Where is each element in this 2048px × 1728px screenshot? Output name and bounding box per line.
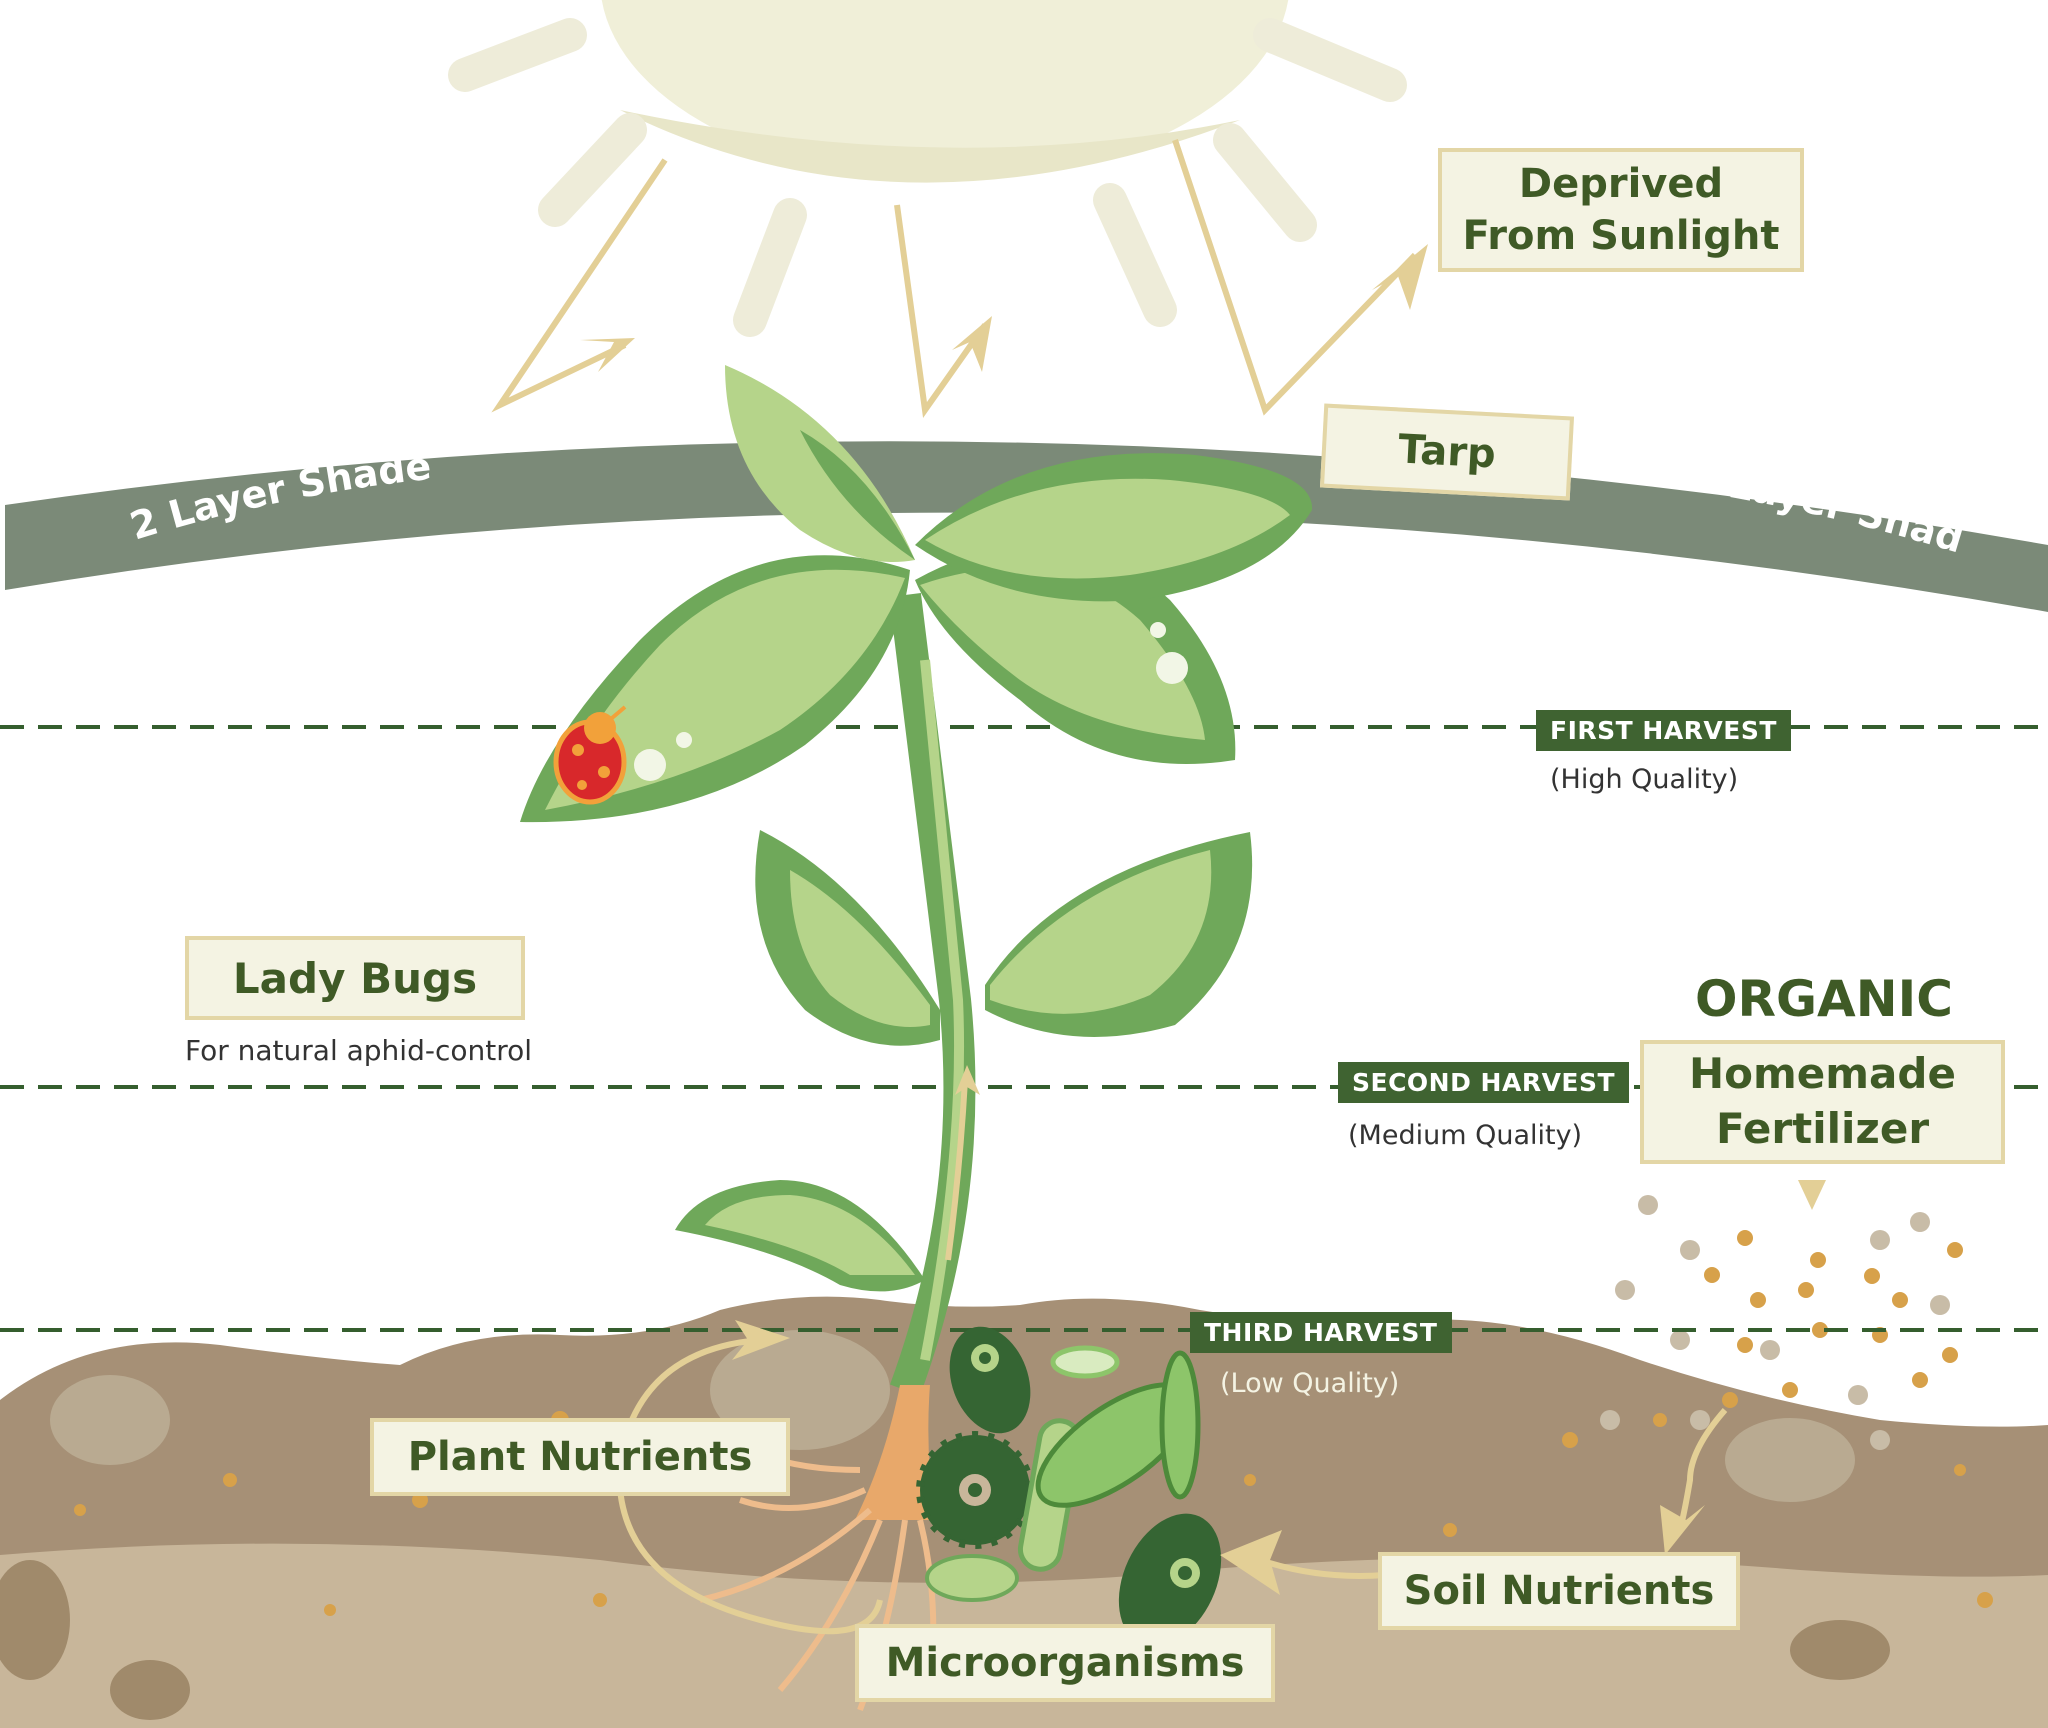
deprived-label-line2: From Sunlight	[1462, 213, 1780, 259]
deprived-sunlight-label: Deprived From Sunlight	[1438, 148, 1804, 272]
soil-stone	[1725, 1418, 1855, 1502]
stem-up-arrow	[945, 1079, 968, 1261]
fertilizer-label: Homemade Fertilizer	[1640, 1040, 2005, 1164]
third-harvest-quality: (Low Quality)	[1220, 1368, 1400, 1399]
fertilizer-label-line2: Fertilizer	[1715, 1104, 1930, 1153]
reflection-arrow	[1172, 139, 1418, 416]
microorganisms-text: Microorganisms	[885, 1640, 1245, 1686]
soil-stone	[0, 1560, 70, 1680]
first-harvest-quality: (High Quality)	[1550, 764, 1739, 795]
reflection-arrow	[894, 204, 988, 418]
microbe-icon	[916, 1326, 1222, 1647]
plant-nutrients-text: Plant Nutrients	[407, 1434, 753, 1480]
soil-stone	[110, 1660, 190, 1720]
second-harvest-tag: SECOND HARVEST	[1338, 1062, 1630, 1103]
microbe-blob	[949, 1326, 1031, 1434]
fertilizer-label-line1: Homemade	[1689, 1049, 1956, 1099]
plant	[520, 365, 1313, 1712]
plant-root-base	[855, 1385, 935, 1520]
second-harvest-quality: (Medium Quality)	[1348, 1120, 1583, 1151]
fertilizer-soil-arrow	[1677, 1408, 1728, 1531]
soil-stone	[1790, 1620, 1890, 1680]
tarp-label: Tarp	[1319, 403, 1575, 501]
first-harvest-tag: FIRST HARVEST	[1536, 710, 1791, 751]
nutrient-arrows	[616, 1079, 1728, 1635]
microbe-small	[925, 1554, 1019, 1602]
arrowheads	[580, 244, 1428, 372]
soil-nutrients-arrow	[1259, 1557, 1386, 1579]
soil-nutrients-label: Soil Nutrients	[1378, 1552, 1740, 1630]
plant-nutrients-label: Plant Nutrients	[370, 1418, 790, 1496]
plant-nutrients-arrow	[616, 1337, 883, 1635]
microorganisms-label: Microorganisms	[855, 1624, 1275, 1702]
microbe-pill	[1050, 1345, 1120, 1379]
organic-heading: ORGANIC	[1695, 970, 1953, 1028]
tarp-label-text: Tarp	[1397, 426, 1497, 478]
ladybugs-note: For natural aphid-control	[185, 1034, 533, 1067]
microbe-blob-lower	[1118, 1513, 1222, 1647]
ladybugs-label: Lady Bugs	[185, 936, 525, 1020]
sun-icon	[448, 0, 1407, 337]
soil-stone	[50, 1375, 170, 1465]
soil-nutrients-text: Soil Nutrients	[1403, 1568, 1715, 1614]
ladybug-icon	[553, 705, 627, 805]
ladybugs-label-text: Lady Bugs	[232, 953, 478, 1003]
reflection-arrow	[491, 158, 668, 413]
microbe-oval	[1159, 1350, 1201, 1500]
fertilizer-granules	[1600, 1195, 1963, 1450]
reflection-arrows	[491, 139, 1418, 418]
third-harvest-tag: THIRD HARVEST	[1190, 1312, 1452, 1353]
deprived-label-line1: Deprived	[1518, 161, 1724, 207]
